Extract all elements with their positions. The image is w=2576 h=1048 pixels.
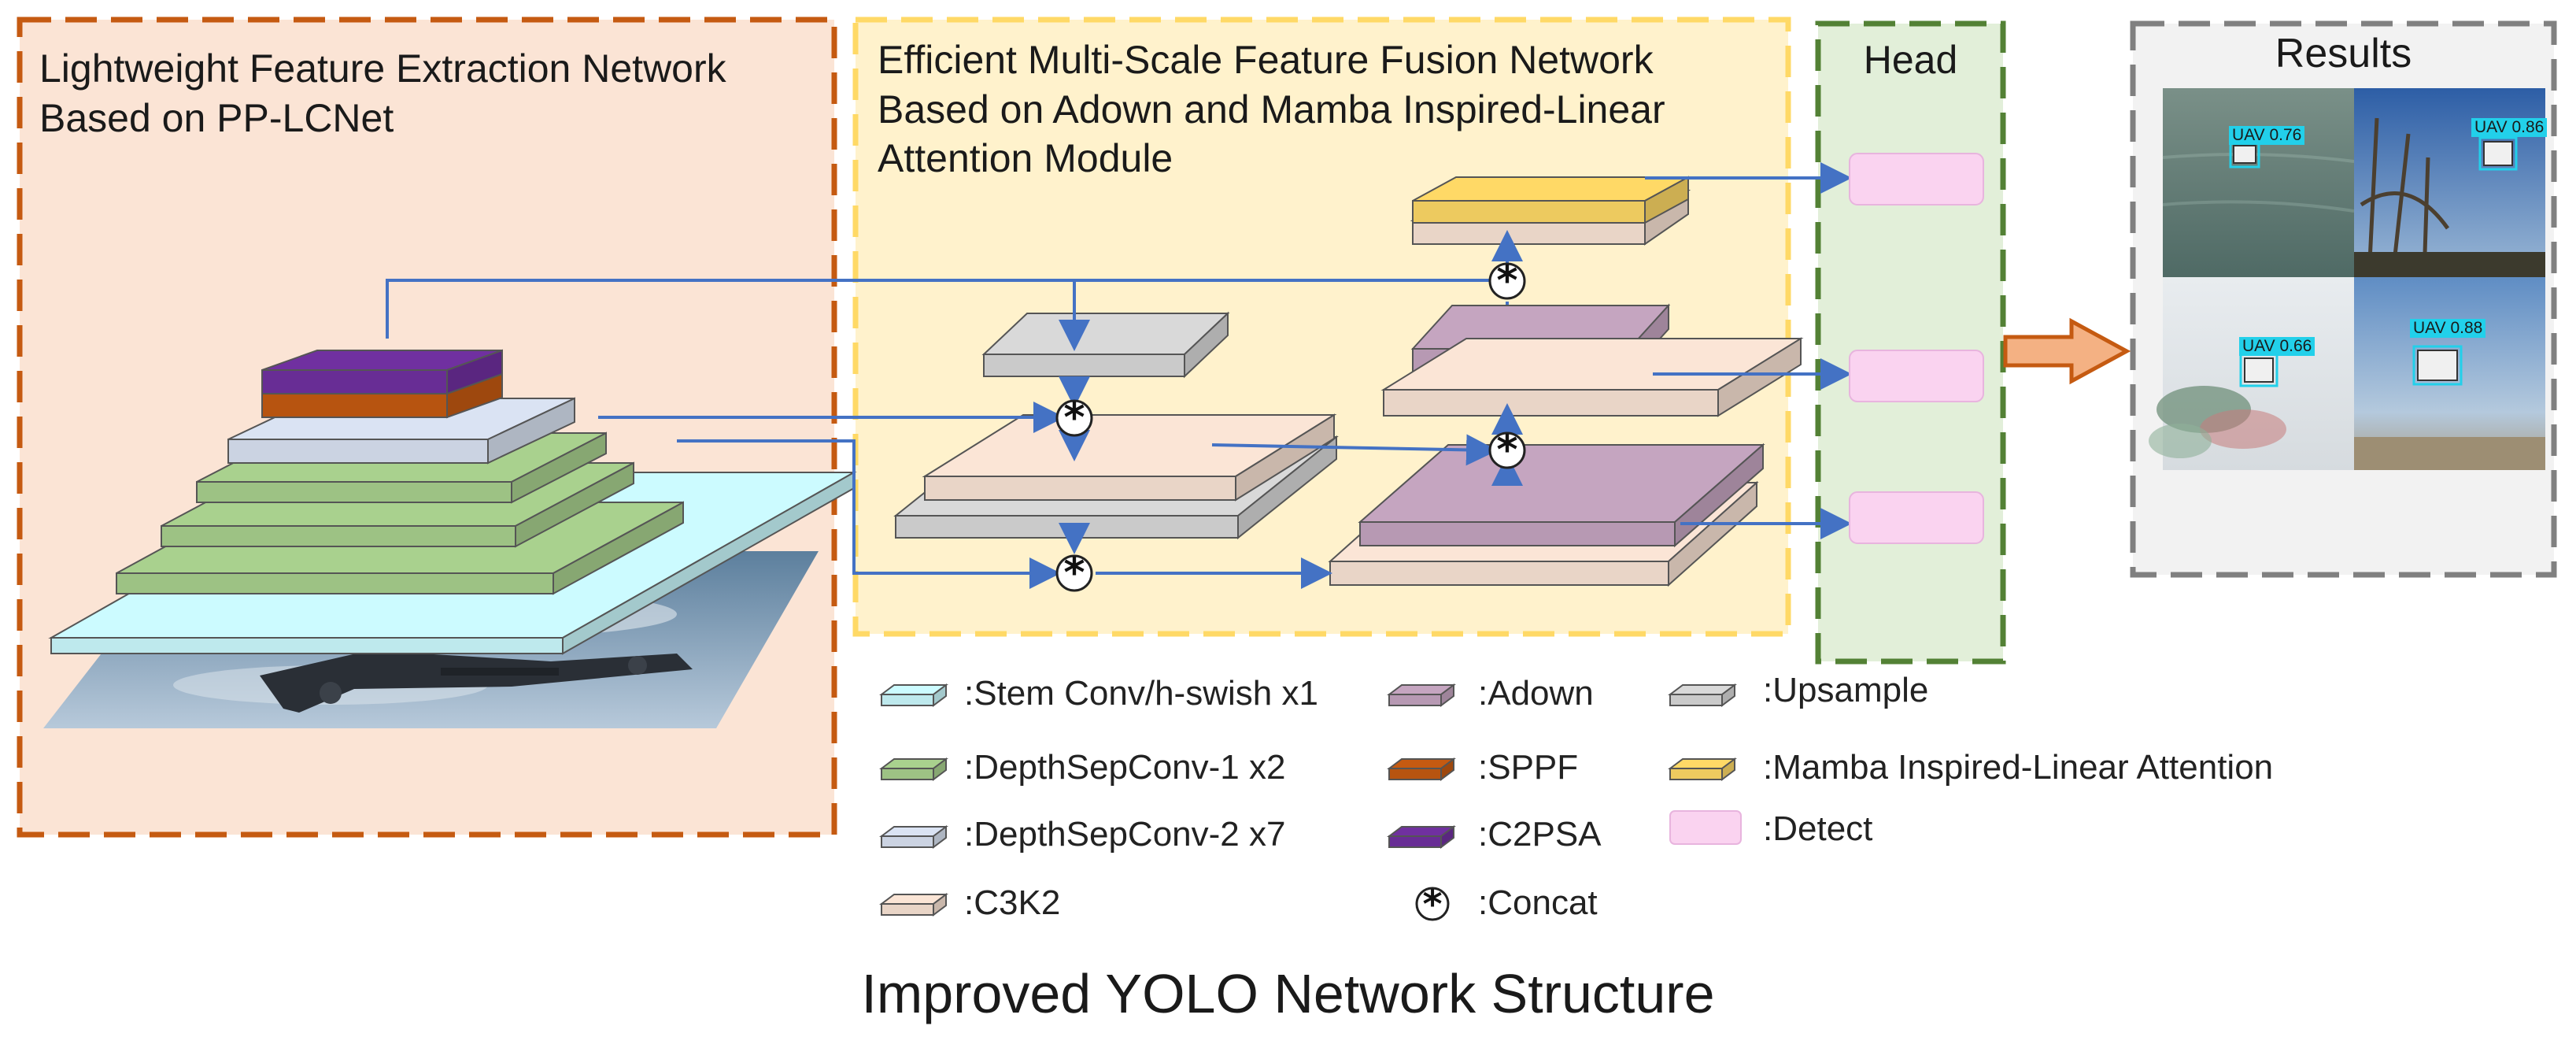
title-line: Based on Adown and Mamba Inspired-Linear (878, 87, 1665, 131)
legend-swatch-adown (1387, 683, 1456, 707)
extraction-panel-title: Lightweight Feature Extraction Network B… (39, 44, 726, 143)
legend-label-dsc1: :DepthSepConv-1 x2 (964, 748, 1286, 787)
results-image-grid (2149, 88, 2545, 470)
concat-nodes: * * * * (1055, 257, 1526, 597)
legend-label-c3k2: :C3K2 (964, 883, 1061, 922)
upsample-block-1 (981, 311, 1230, 379)
connector-c2psa-to-upsample (386, 279, 1090, 351)
title-line: Based on PP-LCNet (39, 95, 394, 140)
detect-block-1 (1849, 153, 1984, 206)
legend-label-concat: :Concat (1478, 883, 1598, 922)
svg-text:*: * (1496, 257, 1517, 305)
legend-label-dsc2: :DepthSepConv-2 x7 (964, 815, 1286, 854)
detect-block-3 (1849, 491, 1984, 544)
legend-swatch-dsc1 (879, 757, 948, 781)
detection-label: UAV 0.86 (2471, 118, 2548, 137)
legend-label-mamba: :Mamba Inspired-Linear Attention (1763, 748, 2274, 787)
output-arrow-icon (2003, 317, 2131, 385)
legend-swatch-upsample (1668, 683, 1737, 707)
mamba-block (1412, 176, 1689, 224)
detection-box (2478, 136, 2518, 171)
svg-text:*: * (1063, 394, 1085, 442)
detect-blocks (1849, 153, 1984, 544)
fusion-panel-title: Efficient Multi-Scale Feature Fusion Net… (878, 35, 1665, 183)
legend-label-sppf: :SPPF (1478, 748, 1579, 787)
title-line: Attention Module (878, 136, 1173, 180)
legend-label-adown: :Adown (1478, 674, 1594, 713)
connections (386, 162, 1852, 589)
legend-swatch-mamba (1668, 757, 1737, 781)
connector-c3k2-to-concat-mid (1211, 434, 1498, 466)
detect-block-2 (1849, 350, 1984, 402)
legend-concat-icon: * (1415, 883, 1450, 927)
title-line: Lightweight Feature Extraction Network (39, 46, 726, 91)
legend-swatch-detect (1669, 810, 1742, 845)
c3k2-block-1 (922, 413, 1337, 502)
legend-swatch-stem (879, 683, 948, 707)
legend-label-stem: :Stem Conv/h-swish x1 (964, 674, 1318, 713)
head-panel (1815, 20, 2006, 665)
svg-text:*: * (1422, 883, 1442, 927)
svg-text:*: * (1063, 550, 1085, 597)
c3k2-block-2 (1380, 337, 1804, 417)
legend-swatch-sppf (1387, 757, 1456, 781)
results-panel-title: Results (2275, 31, 2412, 76)
title-line: Efficient Multi-Scale Feature Fusion Net… (878, 38, 1654, 82)
c2psa-layer (261, 349, 503, 395)
concat-node-icon: * (1488, 427, 1526, 474)
figure-caption: Improved YOLO Network Structure (861, 963, 1715, 1024)
fusion-blocks (893, 176, 1804, 587)
adown-block-2 (1358, 443, 1765, 548)
detection-label: UAV 0.76 (2229, 126, 2305, 145)
legend-swatch-dsc2 (879, 825, 948, 849)
head-panel-title: Head (1863, 38, 1958, 82)
detection-label: UAV 0.66 (2239, 337, 2315, 356)
detection-label: UAV 0.88 (2410, 319, 2486, 338)
legend-swatch-c2psa (1387, 825, 1456, 849)
detection-box (2412, 345, 2463, 386)
legend-label-c2psa: :C2PSA (1478, 815, 1602, 854)
result-image-water (2163, 88, 2354, 277)
backbone-stack (48, 349, 857, 655)
legend-swatch-c3k2 (879, 893, 948, 917)
legend-label-detect: :Detect (1763, 809, 1873, 848)
svg-text:*: * (1496, 427, 1517, 474)
dsc2-layer-2 (227, 397, 575, 465)
connector-dsc1-to-concat-2 (677, 439, 1061, 589)
legend-label-upsample: :Upsample (1763, 671, 1929, 709)
concat-node-icon: * (1488, 257, 1526, 305)
concat-node-icon: * (1055, 550, 1093, 597)
concat-node-icon: * (1055, 394, 1093, 442)
